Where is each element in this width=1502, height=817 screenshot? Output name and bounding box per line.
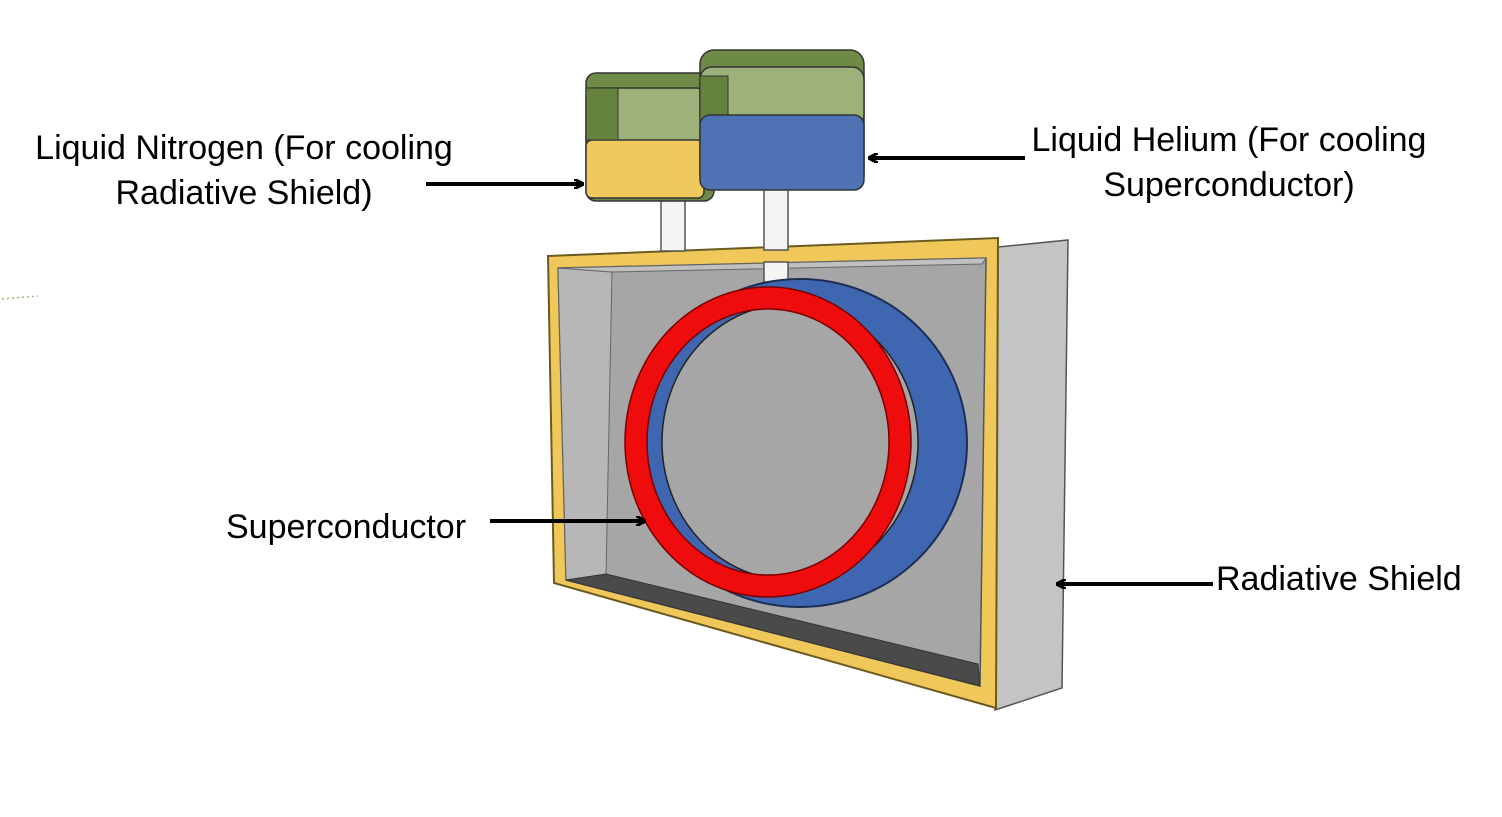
ring-red-band [625, 287, 911, 597]
liquid-nitrogen-tank [585, 72, 715, 202]
label-liquid-nitrogen-line2: Radiative Shield) [115, 174, 373, 212]
helium-tank-liquid [699, 114, 865, 191]
label-liquid-nitrogen: Liquid Nitrogen (For cooling Radiative S… [28, 126, 460, 216]
ring-red-outline-inner [646, 308, 890, 576]
label-radiative-shield: Radiative Shield [1216, 560, 1462, 598]
liquid-helium-tank [699, 49, 865, 191]
nitrogen-tank-liquid [585, 139, 705, 199]
label-liquid-helium-line2: Superconductor) [1103, 166, 1355, 204]
dotted-mark [1, 295, 39, 300]
shield-inner-floor [565, 573, 981, 687]
shield-side-face [994, 239, 1069, 712]
superconductor-ring [624, 278, 968, 608]
label-liquid-nitrogen-line1: Liquid Nitrogen (For cooling [35, 129, 453, 167]
shield-inner-left [557, 267, 613, 581]
label-liquid-helium-line1: Liquid Helium (For cooling [1031, 121, 1427, 159]
label-superconductor: Superconductor [226, 508, 467, 546]
label-liquid-helium: Liquid Helium (For cooling Superconducto… [1024, 118, 1434, 208]
helium-tube [763, 179, 789, 251]
ring-red-outline-outer [624, 286, 912, 598]
nitrogen-tank-gas-side [585, 87, 619, 141]
